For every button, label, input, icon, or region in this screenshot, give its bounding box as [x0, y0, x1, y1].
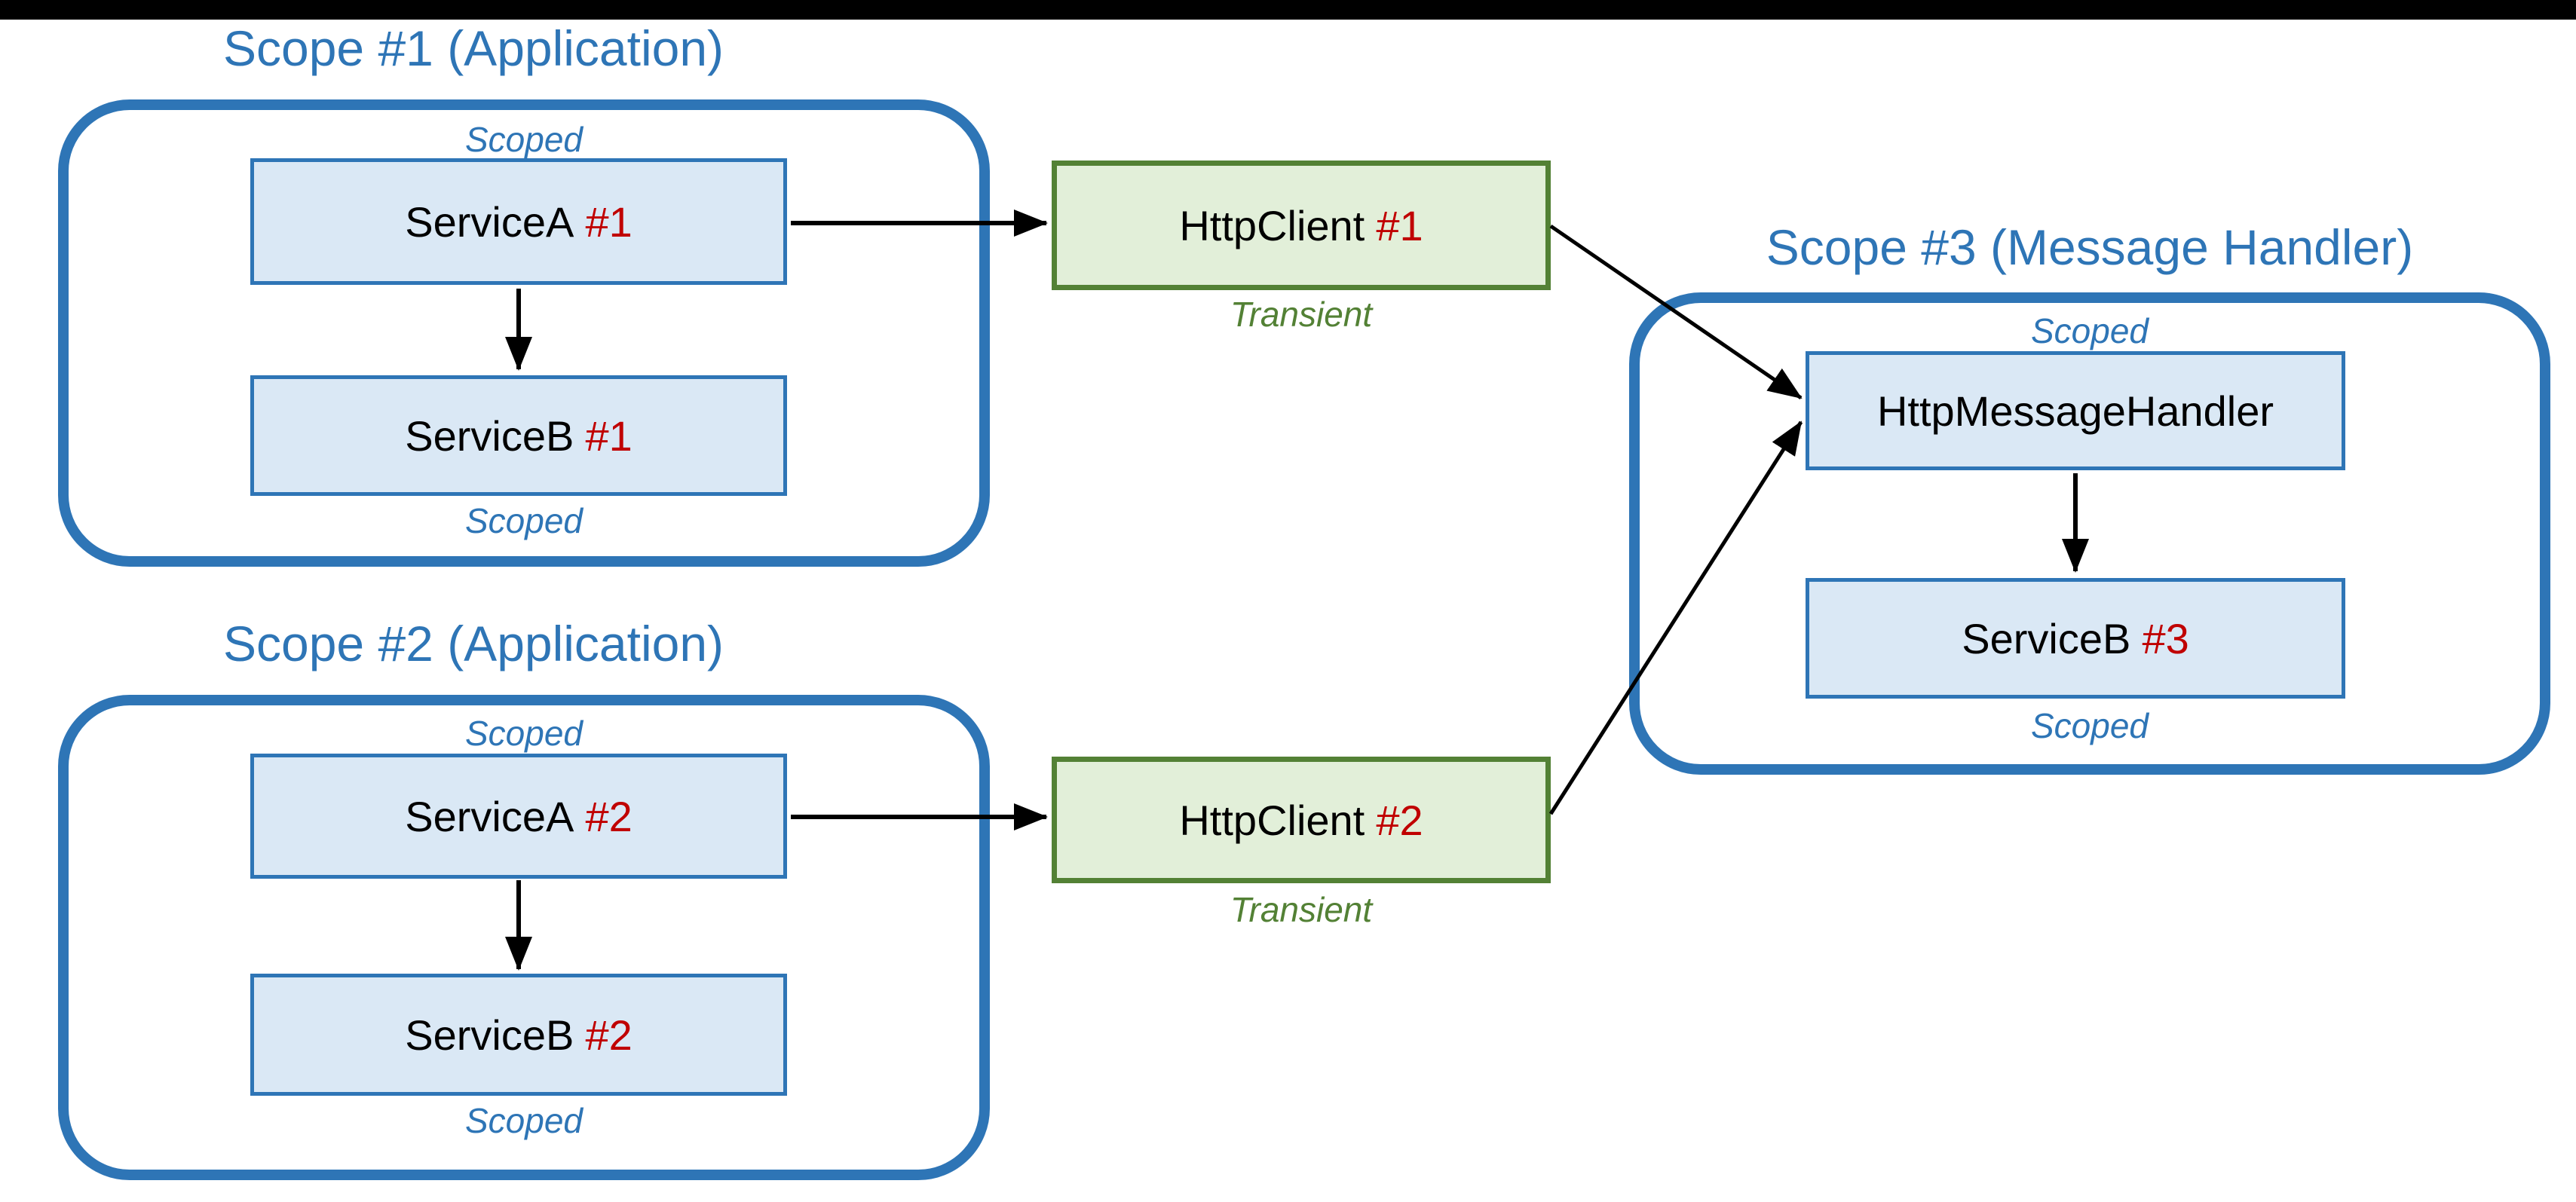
service-b-2-instance: #2: [585, 1011, 633, 1059]
top-black-bar: [0, 0, 2576, 20]
http-client-1-label: HttpClient: [1179, 201, 1365, 249]
http-client-2-instance: #2: [1376, 796, 1423, 844]
service-a-1-box: ServiceA #1: [250, 158, 787, 285]
http-client-1-transient-label: Transient: [1230, 295, 1373, 334]
scope-1-scoped-top-label: Scoped: [464, 120, 583, 159]
scope-1-title: Scope #1 (Application): [222, 20, 724, 76]
http-client-1-instance: #1: [1376, 201, 1423, 249]
scope-3-title: Scope #3 (Message Handler): [1766, 219, 2414, 275]
http-client-2-transient-label: Transient: [1230, 890, 1373, 929]
scope-3-scoped-bottom-label: Scoped: [2030, 706, 2149, 745]
service-b-3-label: ServiceB: [1962, 614, 2131, 662]
scope-3-scoped-top-label: Scoped: [2030, 311, 2149, 350]
scope-2-scoped-bottom-label: Scoped: [464, 1101, 583, 1140]
service-a-1-instance: #1: [585, 197, 633, 246]
http-message-handler-box: HttpMessageHandler: [1806, 351, 2345, 470]
service-b-2-box: ServiceB #2: [250, 974, 787, 1096]
http-client-1-box: HttpClient #1: [1052, 161, 1551, 290]
http-client-2-label: HttpClient: [1179, 796, 1365, 844]
scope-2-scoped-top-label: Scoped: [464, 714, 583, 753]
scope-1-scoped-bottom-label: Scoped: [464, 501, 583, 540]
scope-2-container: [58, 695, 990, 1180]
http-client-2-box: HttpClient #2: [1052, 757, 1551, 883]
service-b-1-label: ServiceB: [405, 411, 574, 460]
service-b-3-box: ServiceB #3: [1806, 578, 2345, 699]
scope-2-title: Scope #2 (Application): [222, 616, 724, 671]
service-a-2-label: ServiceA: [405, 792, 574, 840]
scope-1-container: [58, 99, 990, 567]
service-b-3-instance: #3: [2142, 614, 2189, 662]
service-a-1-label: ServiceA: [405, 197, 574, 246]
service-b-1-box: ServiceB #1: [250, 375, 787, 496]
service-b-1-instance: #1: [585, 411, 633, 460]
service-a-2-box: ServiceA #2: [250, 754, 787, 879]
http-message-handler-label: HttpMessageHandler: [1876, 387, 2274, 435]
service-a-2-instance: #2: [585, 792, 633, 840]
service-b-2-label: ServiceB: [405, 1011, 574, 1059]
